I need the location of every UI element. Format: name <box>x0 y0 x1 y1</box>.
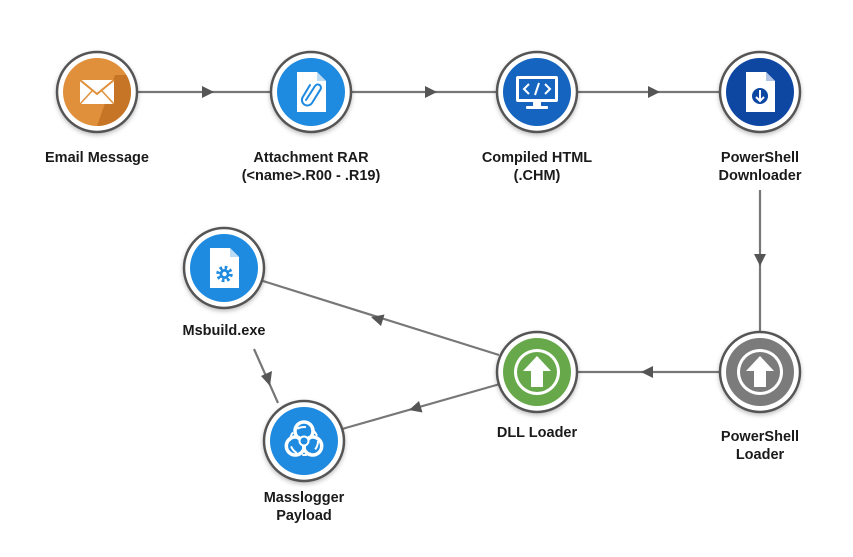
download-file-icon <box>746 72 775 112</box>
label-msbuild-line1: Msbuild.exe <box>182 323 266 339</box>
label-powershell-downloader: PowerShell Downloader <box>660 149 853 185</box>
label-attachment-rar: Attachment RAR (<name>.R00 - .R19) <box>211 149 411 185</box>
node-msbuild[interactable] <box>182 226 266 310</box>
label-rar-line2: (<name>.R00 - .R19) <box>241 168 381 184</box>
up-arrow-icon <box>514 349 560 395</box>
node-dll-loader[interactable] <box>495 330 579 414</box>
arrowhead-1 <box>202 86 214 98</box>
envelope-icon <box>79 79 115 105</box>
arrowhead-2 <box>425 86 437 98</box>
label-email-line1: Email Message <box>45 150 149 166</box>
attachment-file-icon <box>297 72 326 112</box>
label-msbuild: Msbuild.exe <box>124 322 324 340</box>
arrowhead-4 <box>754 254 766 266</box>
label-compiled-html: Compiled HTML (.CHM) <box>437 149 637 185</box>
label-psdl-line1: PowerShell <box>720 150 800 166</box>
node-powershell-loader[interactable] <box>718 330 802 414</box>
label-chm-line1: Compiled HTML <box>481 150 593 166</box>
label-dll-line1: DLL Loader <box>496 425 578 441</box>
label-psl-line1: PowerShell <box>720 429 800 445</box>
node-masslogger-payload[interactable] <box>262 399 346 483</box>
label-masslogger-payload: Masslogger Payload <box>204 489 404 525</box>
node-powershell-downloader[interactable] <box>718 50 802 134</box>
node-email[interactable] <box>55 50 139 134</box>
arrowhead-7 <box>409 401 423 413</box>
label-psdl-line2: Downloader <box>718 168 802 184</box>
arrowheads <box>202 86 766 413</box>
label-chm-line2: (.CHM) <box>513 168 561 184</box>
node-attachment-rar[interactable] <box>269 50 353 134</box>
arrowhead-3 <box>648 86 660 98</box>
label-psl-line2: Loader <box>735 447 785 463</box>
label-rar-line1: Attachment RAR <box>253 150 369 166</box>
edge-dll-to-payload <box>341 382 501 431</box>
code-monitor-icon <box>516 76 558 109</box>
label-dll-loader: DLL Loader <box>437 424 637 442</box>
label-email-message: Email Message <box>0 149 197 167</box>
biohazard-icon <box>284 420 324 457</box>
gear-file-icon <box>210 248 239 288</box>
label-payload-line1: Masslogger <box>263 490 345 506</box>
up-arrow-icon <box>737 349 783 395</box>
label-powershell-loader: PowerShell Loader <box>660 428 853 464</box>
arrowhead-8 <box>261 371 272 386</box>
arrowhead-6 <box>371 314 385 326</box>
node-compiled-html[interactable] <box>495 50 579 134</box>
label-payload-line2: Payload <box>276 508 332 524</box>
arrowhead-5 <box>641 366 653 378</box>
